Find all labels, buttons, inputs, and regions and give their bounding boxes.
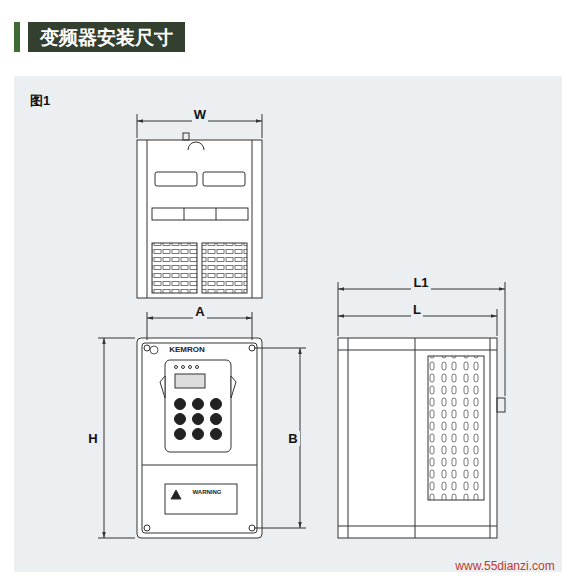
dimension-label: A bbox=[193, 304, 206, 319]
brand-logo: KEMRON bbox=[169, 346, 205, 354]
panel bbox=[14, 76, 562, 572]
drawing bbox=[98, 114, 505, 538]
dimension-label: L bbox=[411, 302, 423, 317]
watermark: www.55dianzi.com bbox=[455, 560, 554, 572]
dimension-label: B bbox=[286, 431, 299, 446]
dimension-label: H bbox=[86, 431, 99, 446]
dimension-label: W bbox=[192, 107, 208, 122]
figure-label: 图1 bbox=[30, 94, 50, 107]
accent-bar bbox=[14, 22, 20, 52]
page-title: 变频器安装尺寸 bbox=[28, 22, 185, 52]
dimension-label: L1 bbox=[411, 275, 430, 290]
warning-label: WARNING bbox=[193, 489, 222, 495]
